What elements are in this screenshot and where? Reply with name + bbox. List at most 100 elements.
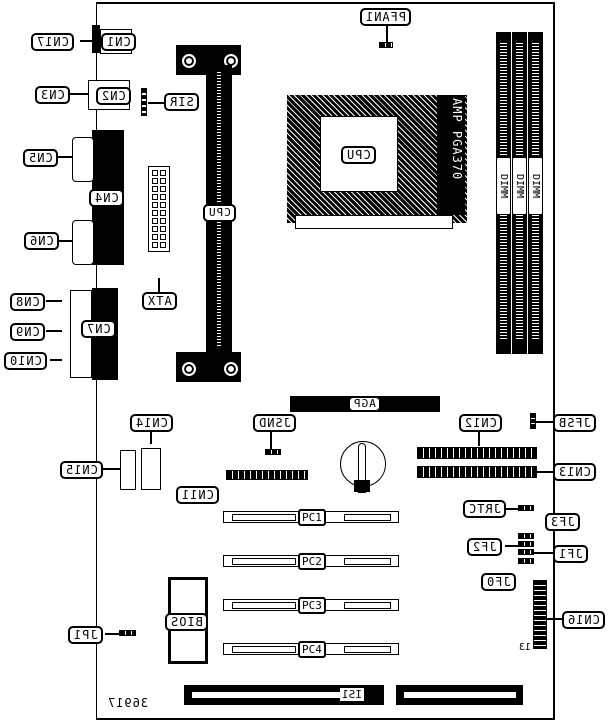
leader-line — [57, 240, 72, 242]
label-cn6: CN6 — [24, 232, 59, 250]
label-sir: SIR — [164, 93, 199, 111]
part-number-text: 36917 — [107, 696, 149, 710]
socket-lever — [437, 95, 465, 215]
label-text: JRTC — [468, 502, 501, 516]
label-text: CN2 — [101, 89, 126, 103]
screw-icon — [182, 54, 196, 68]
label-cpu-slot: CPU — [203, 204, 236, 222]
battery-base — [354, 480, 370, 492]
jf3-header — [518, 533, 534, 539]
label-jf2: JF2 — [467, 538, 502, 556]
label-text: CN16 — [567, 613, 600, 627]
label-pfan1: PFAN1 — [360, 8, 412, 26]
atx-power-connector — [148, 166, 170, 252]
jf0-header — [518, 558, 534, 564]
socket-brand-label: AMP PGA370 — [450, 98, 464, 181]
leader-line — [537, 471, 555, 473]
cn12-header — [417, 447, 537, 459]
label-jf3: JF3 — [545, 513, 580, 531]
sir-header — [141, 88, 147, 116]
dimm-label: DIMM — [528, 157, 543, 215]
label-cn3: CN3 — [35, 86, 70, 104]
label-cn5: CN5 — [23, 149, 58, 167]
cn13-header — [417, 466, 537, 478]
label-text: CN11 — [181, 488, 214, 502]
label-text: CPU — [208, 206, 231, 219]
label-text: CN13 — [558, 465, 591, 479]
label-text: JF2 — [472, 540, 497, 554]
label-text: JF0 — [486, 575, 511, 589]
screw-icon — [224, 362, 238, 376]
pci-slot-3[interactable]: PC3 — [223, 597, 399, 614]
label-jp1: JP1 — [68, 626, 103, 644]
leader-line — [158, 278, 160, 292]
cn16-header — [533, 580, 547, 649]
label-cn10: CN10 — [4, 352, 47, 370]
leader-line — [46, 300, 62, 302]
label-cn4: CN4 — [89, 189, 124, 207]
label-text: CN3 — [40, 88, 65, 102]
label-agp: AGP — [348, 396, 381, 412]
label-cn16: CN16 — [562, 611, 605, 629]
label-cn17: CN17 — [31, 33, 74, 51]
label-jf1: JF1 — [553, 545, 588, 563]
dimm-label: DIMM — [512, 157, 527, 215]
leader-line — [150, 430, 152, 444]
label-atx: ATX — [142, 292, 177, 310]
pci-slot-2[interactable]: PC2 — [223, 553, 399, 570]
label-cn2: CN2 — [96, 87, 131, 105]
pci-slot-1[interactable]: PC1 — [223, 509, 399, 526]
leader-line — [270, 430, 272, 450]
jrtc-header — [518, 505, 534, 511]
label-jfsb: JFSB — [553, 414, 596, 432]
cn14-connector — [141, 448, 161, 490]
dimm-slot-3[interactable]: DIMM — [528, 32, 543, 354]
label-text: ATX — [147, 294, 172, 308]
pci-label: PC1 — [298, 509, 326, 526]
label-text: CN17 — [36, 35, 69, 49]
cn17-connector — [92, 25, 100, 53]
label-cn1: CN1 — [101, 33, 136, 51]
part-number: 36917 — [107, 696, 148, 710]
leader-line — [56, 156, 72, 158]
label-jsnd: JSND — [253, 414, 296, 432]
label-bios: BIOS — [165, 613, 208, 631]
label-text: CN14 — [135, 416, 168, 430]
label-cn8: CN8 — [10, 293, 45, 311]
leader-line — [105, 633, 119, 635]
pci-slot-4[interactable]: PC4 — [223, 641, 399, 658]
label-cn12: CN12 — [459, 414, 502, 432]
leader-line — [534, 552, 553, 554]
label-text: IS1 — [342, 688, 362, 701]
cn5-port — [72, 137, 94, 182]
pci-label: PC3 — [298, 597, 326, 614]
label-text: CN5 — [28, 151, 53, 165]
jf2-header — [518, 541, 534, 547]
dimm-slot-2[interactable]: DIMM — [512, 32, 527, 354]
isa-slot-2[interactable] — [396, 685, 523, 705]
label-text: CPU — [346, 148, 371, 162]
cn11-header — [226, 470, 308, 480]
label-text: CN12 — [464, 416, 497, 430]
pin-marker-text: 13 — [519, 642, 532, 653]
label-jrtc: JRTC — [463, 500, 506, 518]
dimm-slot-1[interactable]: DIMM — [496, 32, 511, 354]
label-text: CN1 — [106, 35, 131, 49]
label-cn7: CN7 — [81, 320, 116, 338]
cn15-connector — [120, 450, 136, 490]
label-text: JP1 — [73, 628, 98, 642]
leader-line — [46, 330, 62, 332]
pin-marker: 13 — [519, 642, 531, 653]
leader-line — [546, 618, 562, 620]
label-text: CN9 — [15, 325, 40, 339]
label-text: JF3 — [550, 515, 575, 529]
leader-line — [148, 102, 164, 104]
label-isa1: IS1 — [340, 688, 364, 701]
label-jf0: JF0 — [481, 573, 516, 591]
pfan1-header — [379, 42, 393, 48]
isa-slot-1[interactable]: IS1 — [184, 685, 384, 705]
screw-icon — [182, 362, 196, 376]
leader-line — [80, 40, 92, 42]
cpu-socket-base — [295, 215, 453, 229]
label-cn15: CN15 — [60, 461, 103, 479]
